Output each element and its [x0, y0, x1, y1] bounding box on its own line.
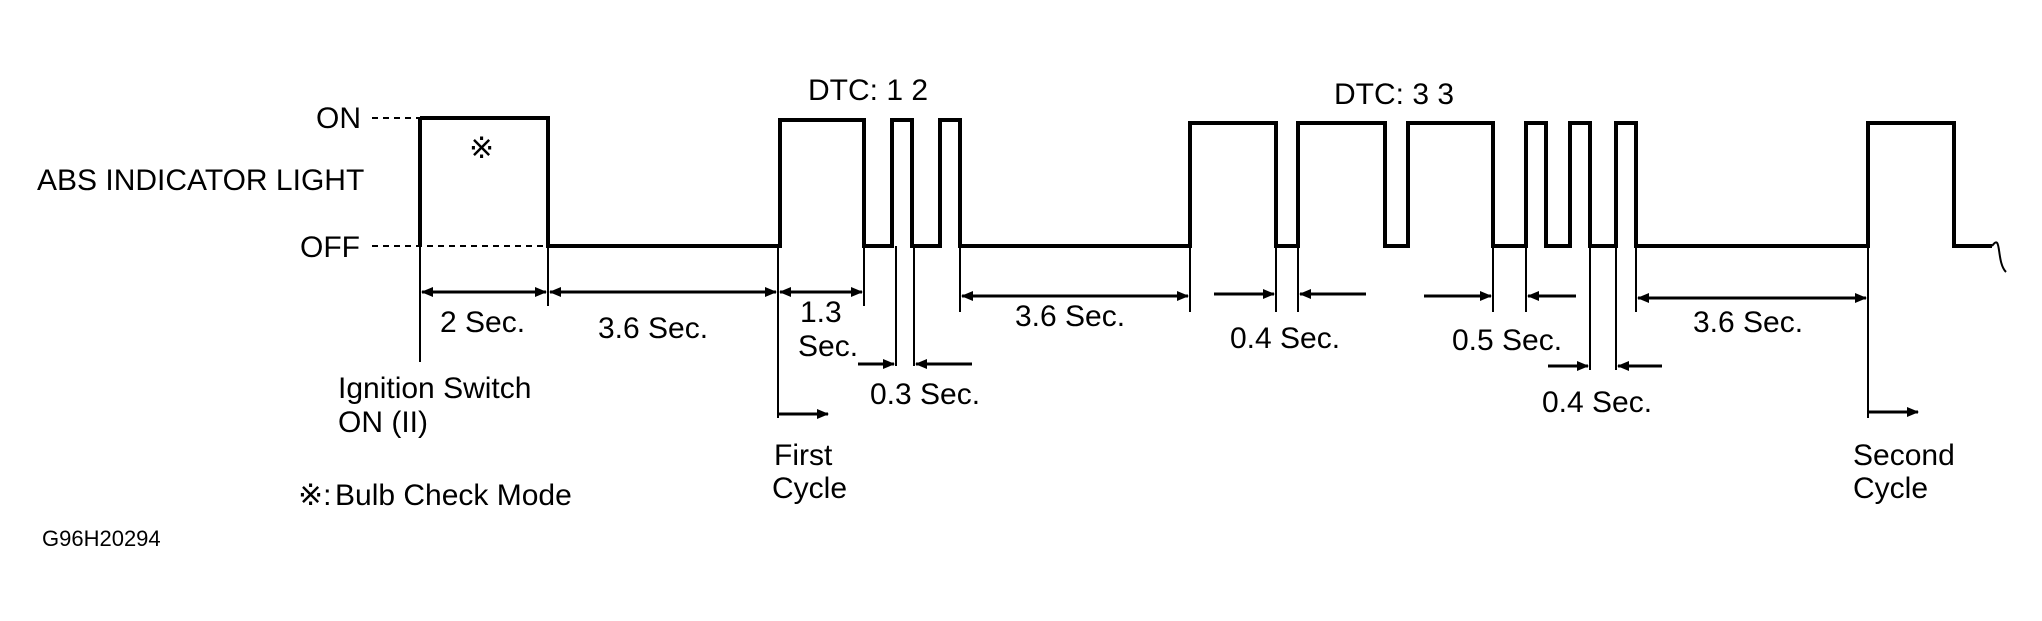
pause-before-first-label: 3.6 Sec.	[598, 312, 708, 345]
signal-waveform	[418, 116, 1992, 248]
short-pulse-label: 0.3 Sec.	[870, 378, 980, 411]
pause-between-codes-label: 3.6 Sec.	[1015, 300, 1125, 333]
ignition-label-line2: ON (II)	[338, 406, 428, 439]
gap-a-label: 0.4 Sec.	[1230, 322, 1340, 355]
first-cycle-label-line2: Cycle	[772, 472, 847, 505]
signal-name-label: ABS INDICATOR LIGHT	[37, 164, 364, 197]
figure-id: G96H20294	[42, 526, 161, 551]
off-level-label: OFF	[300, 231, 360, 264]
signal-continuation-break	[1991, 241, 2007, 273]
legend-text: Bulb Check Mode	[335, 479, 572, 512]
bulb-check-symbol: ※	[469, 132, 494, 165]
ignition-label-line1: Ignition Switch	[338, 372, 531, 405]
second-cycle-label-line1: Second	[1853, 439, 1955, 472]
long-pulse-label-line2: Sec.	[798, 330, 858, 363]
bulb-check-duration-label: 2 Sec.	[440, 306, 525, 339]
on-level-label: ON	[316, 102, 361, 135]
gap-c-label: 0.4 Sec.	[1542, 386, 1652, 419]
long-pulse-label-line1: 1.3	[800, 296, 842, 329]
dtc-label-12: DTC: 1 2	[808, 74, 928, 107]
first-cycle-label-line1: First	[774, 439, 833, 472]
gap-b-label: 0.5 Sec.	[1452, 324, 1562, 357]
legend-symbol: ※:	[298, 479, 331, 512]
pause-before-second-label: 3.6 Sec.	[1693, 306, 1803, 339]
dtc-label-33: DTC: 3 3	[1334, 78, 1454, 111]
second-cycle-label-line2: Cycle	[1853, 472, 1928, 505]
